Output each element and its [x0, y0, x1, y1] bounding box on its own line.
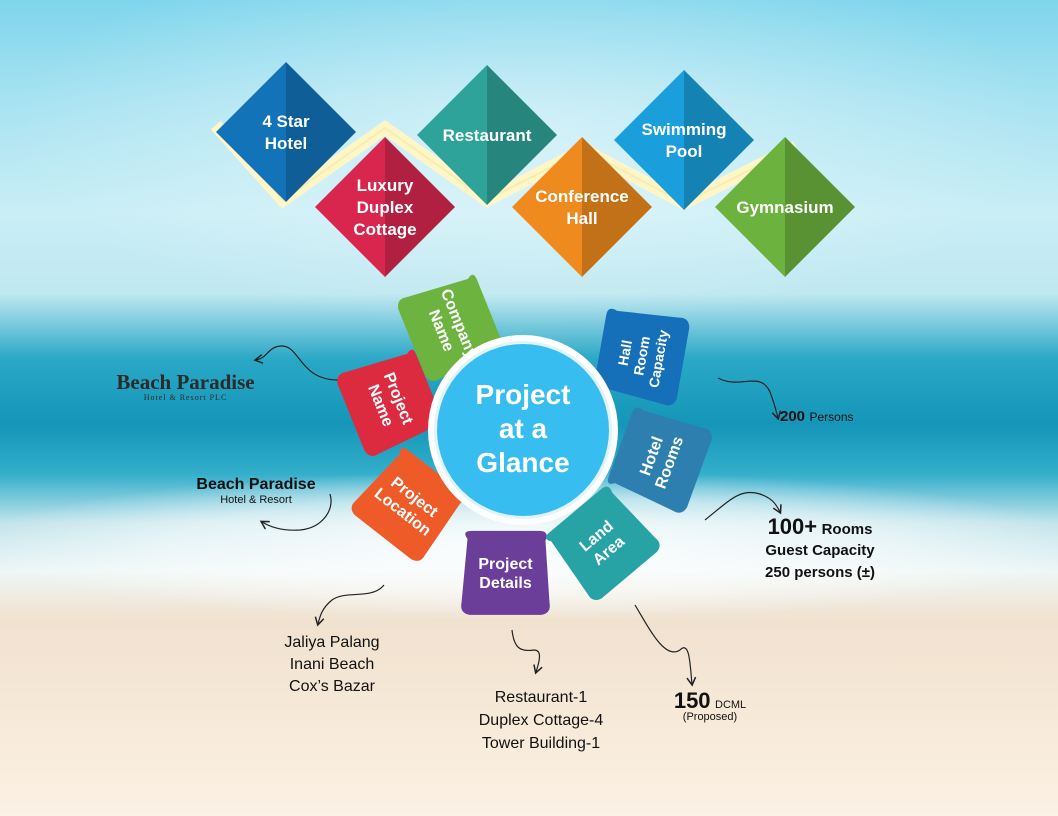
- facility-diamond-left: [216, 62, 286, 202]
- center-title-line: Project: [475, 379, 571, 410]
- facility-label-line: Swimming: [641, 120, 726, 139]
- hotel-rooms-info: 100+ Rooms Guest Capacity 250 persons (±…: [740, 514, 900, 584]
- company-logo: Beach Paradise Hotel & Resort PLC: [108, 370, 263, 402]
- facility-label-line: Luxury: [357, 176, 414, 195]
- land-area-unit: DCML: [715, 699, 747, 711]
- sky-haze: [0, 0, 1058, 330]
- facility-label-line: Hall: [566, 209, 597, 228]
- location-line-1: Jaliya Palang: [284, 634, 380, 651]
- hall-capacity-info: 200 Persons: [780, 408, 900, 426]
- facility-label-line: Hotel: [265, 134, 308, 153]
- facility-diamond-left: [715, 137, 785, 277]
- facility-diamond-right: [286, 62, 356, 202]
- location-info: Jaliya Palang Inani Beach Cox’s Bazar: [262, 632, 402, 698]
- petal-shape: [351, 447, 466, 561]
- details-info: Restaurant-1 Duplex Cottage-4 Tower Buil…: [456, 686, 626, 755]
- arrow-name-to-brand: [259, 493, 332, 531]
- facility-diamond: Gymnasium: [715, 137, 855, 277]
- facility-label: Restaurant: [443, 126, 532, 145]
- hall-capacity-unit: Persons: [809, 410, 854, 424]
- facility-diamond-left: [315, 137, 385, 277]
- details-line-2: Duplex Cottage-4: [478, 712, 604, 729]
- details-line-1: Restaurant-1: [494, 689, 588, 706]
- details-line-3: Tower Building-1: [481, 735, 601, 752]
- company-logo-main: Beach Paradise: [116, 370, 255, 394]
- petal: LandArea: [545, 486, 660, 601]
- connector-arrows: [253, 345, 782, 687]
- facility-diamond-right: [487, 65, 557, 205]
- facility-diamond-right: [684, 70, 754, 210]
- hotel-rooms-value: 100+: [767, 514, 818, 539]
- facility-diamond-right: [385, 137, 455, 277]
- facility-label-line: Cottage: [353, 220, 416, 239]
- facility-diamond-right: [582, 137, 652, 277]
- arrow-rooms: [704, 491, 782, 521]
- company-logo-sub: Hotel & Resort PLC: [143, 393, 228, 402]
- facility-label-line: Conference: [535, 187, 629, 206]
- petal: HallRoomCapacity: [594, 308, 690, 406]
- location-line-3: Cox’s Bazar: [289, 678, 375, 695]
- guest-capacity-label: Guest Capacity: [765, 542, 875, 559]
- land-area-value: 150: [673, 688, 711, 713]
- land-area-info: 150 DCML (Proposed): [660, 688, 760, 723]
- center-title-line: Glance: [476, 447, 570, 478]
- location-line-2: Inani Beach: [289, 656, 375, 673]
- arrow-company-to-logo: [253, 345, 339, 381]
- petal: ProjectName: [337, 349, 443, 456]
- hotel-rooms-unit: Rooms: [821, 521, 873, 538]
- petal-label-line: Details: [479, 575, 532, 592]
- petal-shape: [607, 407, 712, 513]
- center-title-line: at a: [498, 413, 548, 444]
- facility-label-line: Pool: [666, 142, 703, 161]
- petal-shape: [594, 308, 690, 406]
- center-circle: [437, 344, 609, 516]
- petal-label-line: Project: [478, 556, 533, 573]
- land-area-note: (Proposed): [682, 711, 738, 723]
- project-name-main: Beach Paradise: [196, 476, 316, 493]
- facility-label-line: Gymnasium: [736, 198, 833, 217]
- guest-capacity-value: 250 persons (±): [765, 564, 875, 581]
- facility-label-line: 4 Star: [262, 112, 310, 131]
- facility-diamond-left: [614, 70, 684, 210]
- arrow-hall: [717, 377, 782, 421]
- project-name-info: Beach Paradise Hotel & Resort: [180, 476, 332, 506]
- facility-label-line: Restaurant: [443, 126, 532, 145]
- hall-capacity-value: 200: [780, 408, 806, 425]
- petal-shape: [545, 486, 660, 601]
- facility-diamond-left: [512, 137, 582, 277]
- petal-shape: [337, 349, 443, 456]
- petal: ProjectLocation: [351, 447, 466, 561]
- petal-label-line: Hall: [615, 339, 635, 367]
- arrow-location: [314, 584, 385, 627]
- facility-diamond-right: [785, 137, 855, 277]
- facility-diamond-left: [417, 65, 487, 205]
- arrow-details: [511, 629, 543, 675]
- arrow-land: [634, 604, 697, 687]
- petal: HotelRooms: [607, 407, 712, 513]
- facility-diamond: Restaurant: [417, 65, 557, 205]
- facility-label-line: Duplex: [357, 198, 414, 217]
- project-name-sub: Hotel & Resort: [220, 494, 292, 506]
- petal-label-line: Room: [630, 335, 653, 377]
- petal-shape: [461, 530, 550, 615]
- facility-label: Gymnasium: [736, 198, 833, 217]
